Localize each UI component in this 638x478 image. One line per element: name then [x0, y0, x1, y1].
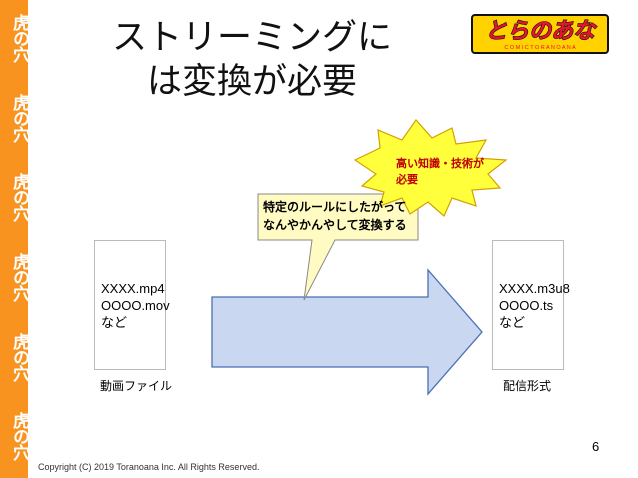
slide-title: ストリーミングに は変換が必要 [111, 18, 392, 102]
logo-wordmark: とらのあな [485, 19, 597, 44]
sidebar-band: 虎の穴虎の穴虎の穴虎の穴虎の穴虎の穴 [0, 0, 29, 478]
target-caption: 配信形式 [503, 379, 552, 393]
target-format-box [492, 240, 564, 370]
sidebar-word: 虎の穴 [9, 412, 29, 461]
sidebar-word: 虎の穴 [9, 253, 29, 301]
copyright-text: Copyright (C) 2019 Toranoana Inc. All Ri… [38, 462, 260, 472]
sidebar-word: 虎の穴 [9, 14, 29, 62]
target-format-list: XXXX.m3u8 OOOO.ts など [499, 281, 570, 330]
page-number: 6 [592, 439, 600, 454]
starburst-shape [353, 119, 508, 217]
toranoana-logo: とらのあな C O M I C T O R A N O A N A [471, 14, 609, 54]
sidebar-word: 虎の穴 [9, 173, 29, 222]
source-file-box [94, 240, 166, 370]
sidebar-word: 虎の穴 [9, 93, 29, 142]
source-caption: 動画ファイル [100, 379, 173, 393]
logo-subtitle: C O M I C T O R A N O A N A [504, 45, 576, 51]
source-file-list: XXXX.mp4 OOOO.mov など [101, 281, 170, 330]
callout-text: 特定のルールにしたがって なんやかんやして変換する [263, 200, 407, 232]
starburst-text: 高い知識・技術が 必要 [396, 157, 484, 186]
conversion-arrow [211, 268, 483, 396]
sidebar-word: 虎の穴 [9, 332, 29, 381]
